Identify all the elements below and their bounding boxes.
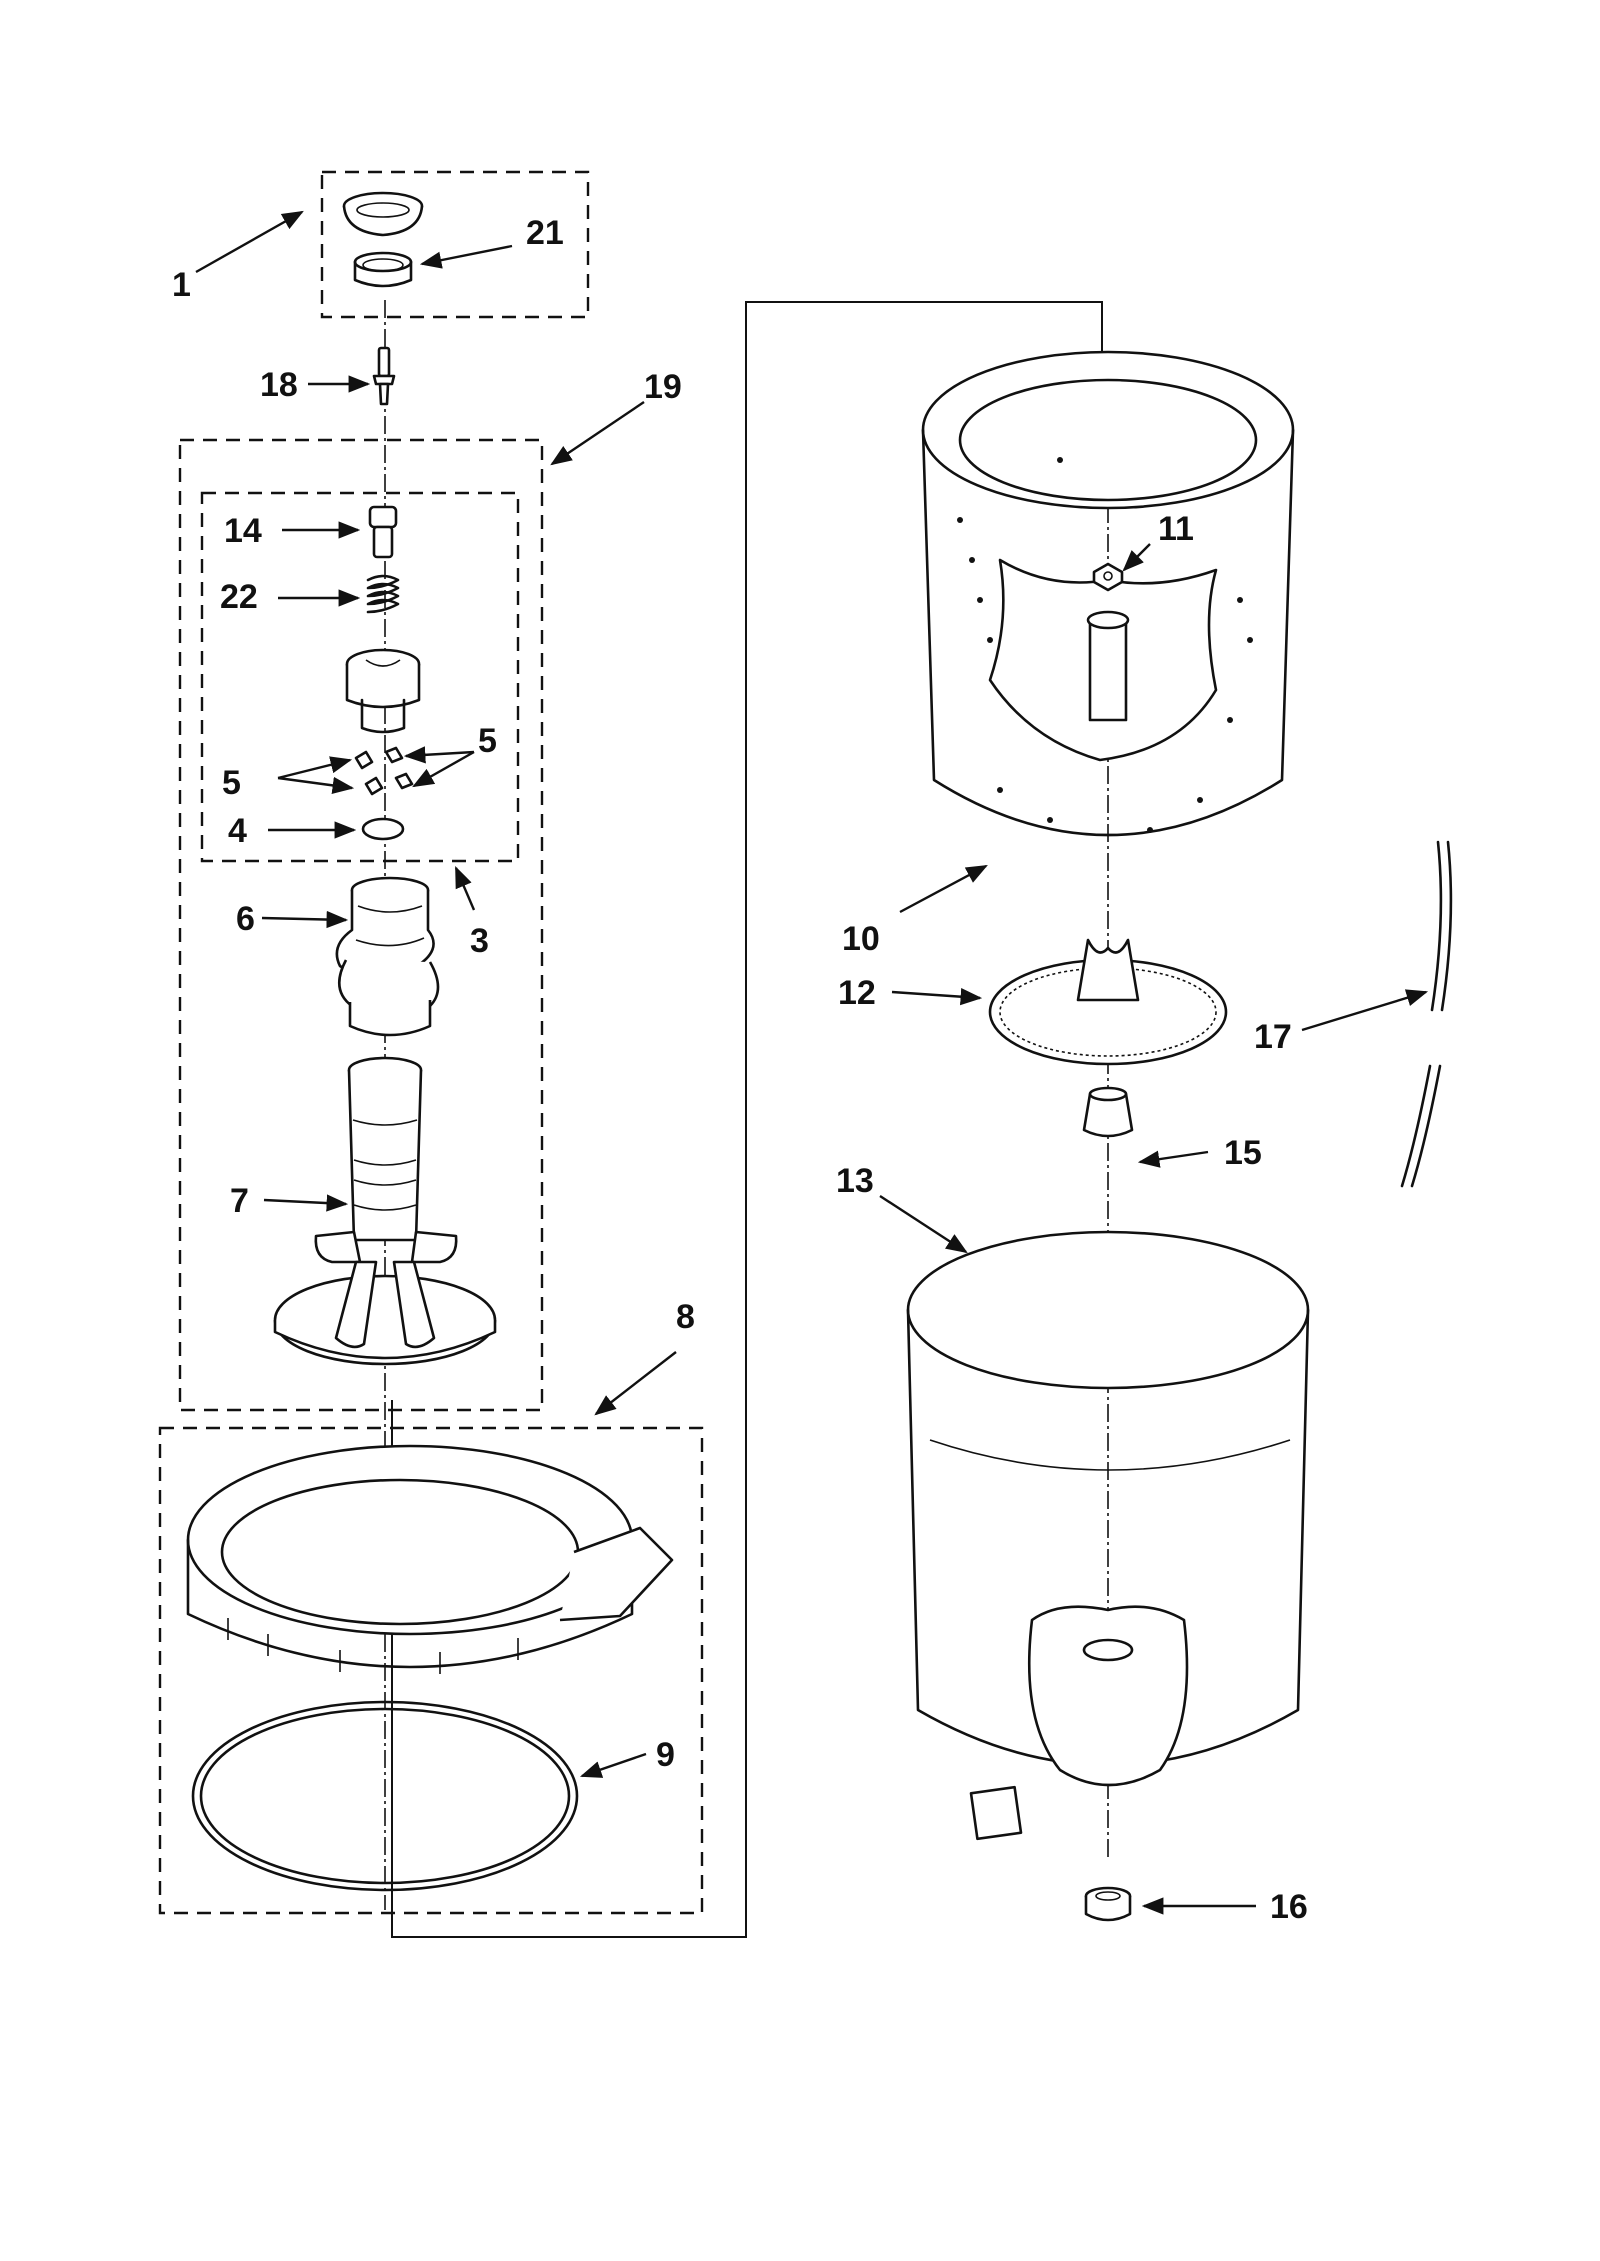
- group-box-cam-kit: [200, 491, 520, 863]
- cap-ring-part: [353, 251, 413, 288]
- leader-5a: [277, 756, 353, 780]
- callout-17: 17: [1254, 1018, 1292, 1056]
- callout-18: 18: [260, 366, 298, 404]
- callout-4: 4: [228, 812, 247, 850]
- leader-5d: [412, 750, 475, 788]
- leader-1: [195, 210, 304, 274]
- leader-10: [899, 864, 988, 914]
- basket-nut-part: [1092, 562, 1124, 592]
- agitator-cap-part: [342, 191, 424, 237]
- agitator-dogs-part: [354, 746, 414, 796]
- washer-part: [361, 817, 405, 841]
- callout-3: 3: [470, 922, 489, 960]
- leader-5c: [403, 746, 475, 764]
- wash-basket-part: [921, 350, 1295, 837]
- leader-5b: [277, 776, 355, 794]
- agitator-part: [273, 1056, 497, 1366]
- callout-13: 13: [836, 1162, 874, 1200]
- outer-tub-part: [906, 1230, 1310, 1841]
- leader-21: [419, 244, 513, 269]
- callout-5-left: 5: [222, 764, 241, 802]
- leader-15: [1137, 1150, 1209, 1168]
- leader-11: [1122, 543, 1151, 572]
- callout-8: 8: [676, 1298, 695, 1336]
- leader-9: [579, 1752, 647, 1778]
- callout-21: 21: [526, 214, 564, 252]
- leader-19: [550, 401, 645, 466]
- agitator-bolt-part: [372, 346, 396, 406]
- leader-6: [261, 910, 349, 929]
- callout-9: 9: [656, 1736, 675, 1774]
- callout-10: 10: [842, 920, 880, 958]
- assembly-connector-line: [391, 301, 1103, 1938]
- leader-7: [263, 1194, 349, 1212]
- leader-17: [1301, 989, 1429, 1032]
- drain-plug-part: [1084, 1886, 1132, 1922]
- callout-1: 1: [172, 266, 191, 304]
- cam-screw-part: [368, 505, 398, 559]
- callout-12: 12: [838, 974, 876, 1012]
- tub-seal-part: [191, 1700, 579, 1892]
- callout-6: 6: [236, 900, 255, 938]
- leader-8: [594, 1351, 677, 1416]
- cam-part: [345, 648, 421, 734]
- callout-11: 11: [1158, 510, 1194, 548]
- group-box-cap-assembly: [320, 170, 590, 319]
- tube-part: [1400, 840, 1453, 1188]
- callout-15: 15: [1224, 1134, 1262, 1172]
- spring-part: [366, 574, 400, 614]
- tub-ring-part: [186, 1444, 674, 1674]
- callout-19: 19: [644, 368, 682, 406]
- callout-22: 22: [220, 578, 258, 616]
- group-box-tub-ring: [158, 1426, 704, 1915]
- callout-5-right: 5: [478, 722, 497, 760]
- leader-12: [891, 988, 983, 1006]
- callout-16: 16: [1270, 1888, 1308, 1926]
- auger-part: [335, 876, 440, 1037]
- hub-part: [1082, 1086, 1134, 1138]
- drive-hub-part: [988, 938, 1228, 1066]
- leader-13: [879, 1194, 968, 1254]
- callout-7: 7: [230, 1182, 249, 1220]
- leader-3: [454, 866, 476, 911]
- callout-14: 14: [224, 512, 262, 550]
